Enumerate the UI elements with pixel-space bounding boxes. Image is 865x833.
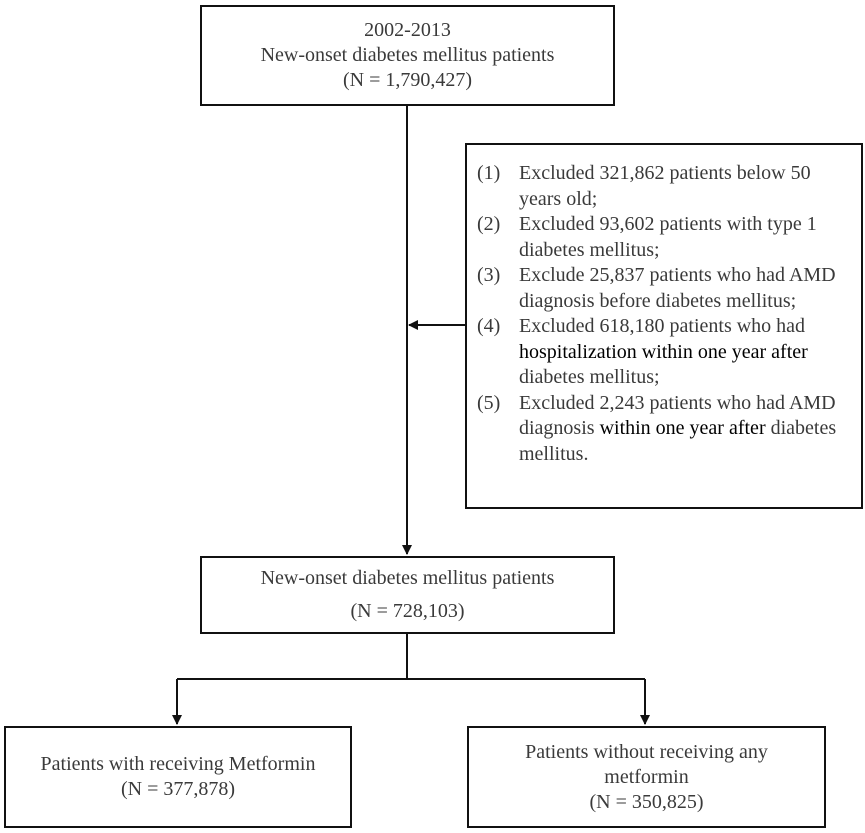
cohort-box-eligible: New-onset diabetes mellitus patients (N …	[200, 556, 615, 634]
exclusion-number: (4)	[477, 315, 501, 337]
exclusion-text: Excluded 93,602 patients with type 1 dia…	[519, 213, 817, 261]
exclusion-item: (5) Excluded 2,243 patients who had AMD …	[477, 391, 851, 468]
exclusion-number: (1)	[477, 162, 501, 184]
cohort-count: (N = 728,103)	[350, 600, 465, 622]
exclusion-item: (4) Excluded 618,180 patients who had ho…	[477, 314, 851, 391]
cohort-label: New-onset diabetes mellitus patients	[260, 567, 555, 589]
exclusion-text: Excluded 2,243 patients who had AMD diag…	[519, 391, 836, 440]
exclusion-item: (1) Excluded 321,862 patients below 50 y…	[477, 161, 851, 212]
exclusion-number: (3)	[477, 264, 501, 286]
group-label: Patients without receiving any metformin	[525, 740, 768, 788]
exclusion-text-emphasis: hospitalization within one year after	[519, 340, 808, 363]
exclusion-criteria-box: (1) Excluded 321,862 patients below 50 y…	[465, 143, 863, 509]
exclusion-text-emphasis: within one year after	[599, 417, 766, 439]
exclusion-number: (2)	[477, 213, 501, 235]
cohort-count: (N = 1,790,427)	[342, 69, 473, 91]
period-label: 2002-2013	[364, 19, 451, 41]
exclusion-text: Excluded 321,862 patients below 50 years…	[519, 162, 811, 210]
group-label: Patients with receiving Metformin	[40, 753, 316, 775]
exclusion-item: (2) Excluded 93,602 patients with type 1…	[477, 212, 851, 263]
group-count: (N = 350,825)	[589, 790, 704, 813]
exclusion-number: (5)	[477, 391, 501, 414]
cohort-box-metformin: Patients with receiving Metformin (N = 3…	[4, 726, 352, 828]
cohort-box-initial: 2002-2013 New-onset diabetes mellitus pa…	[200, 5, 615, 106]
cohort-label: New-onset diabetes mellitus patients	[260, 44, 555, 66]
group-count: (N = 377,878)	[120, 778, 236, 800]
exclusion-item: (3) Exclude 25,837 patients who had AMD …	[477, 263, 851, 314]
exclusion-text: diabetes mellitus;	[519, 366, 660, 388]
exclusion-text: Exclude 25,837 patients who had AMD diag…	[519, 264, 836, 312]
cohort-box-no-metformin: Patients without receiving any metformin…	[467, 726, 826, 828]
exclusion-text: Excluded 618,180 patients who had	[519, 315, 806, 337]
exclusion-text: diabetes mellitus.	[519, 417, 837, 465]
